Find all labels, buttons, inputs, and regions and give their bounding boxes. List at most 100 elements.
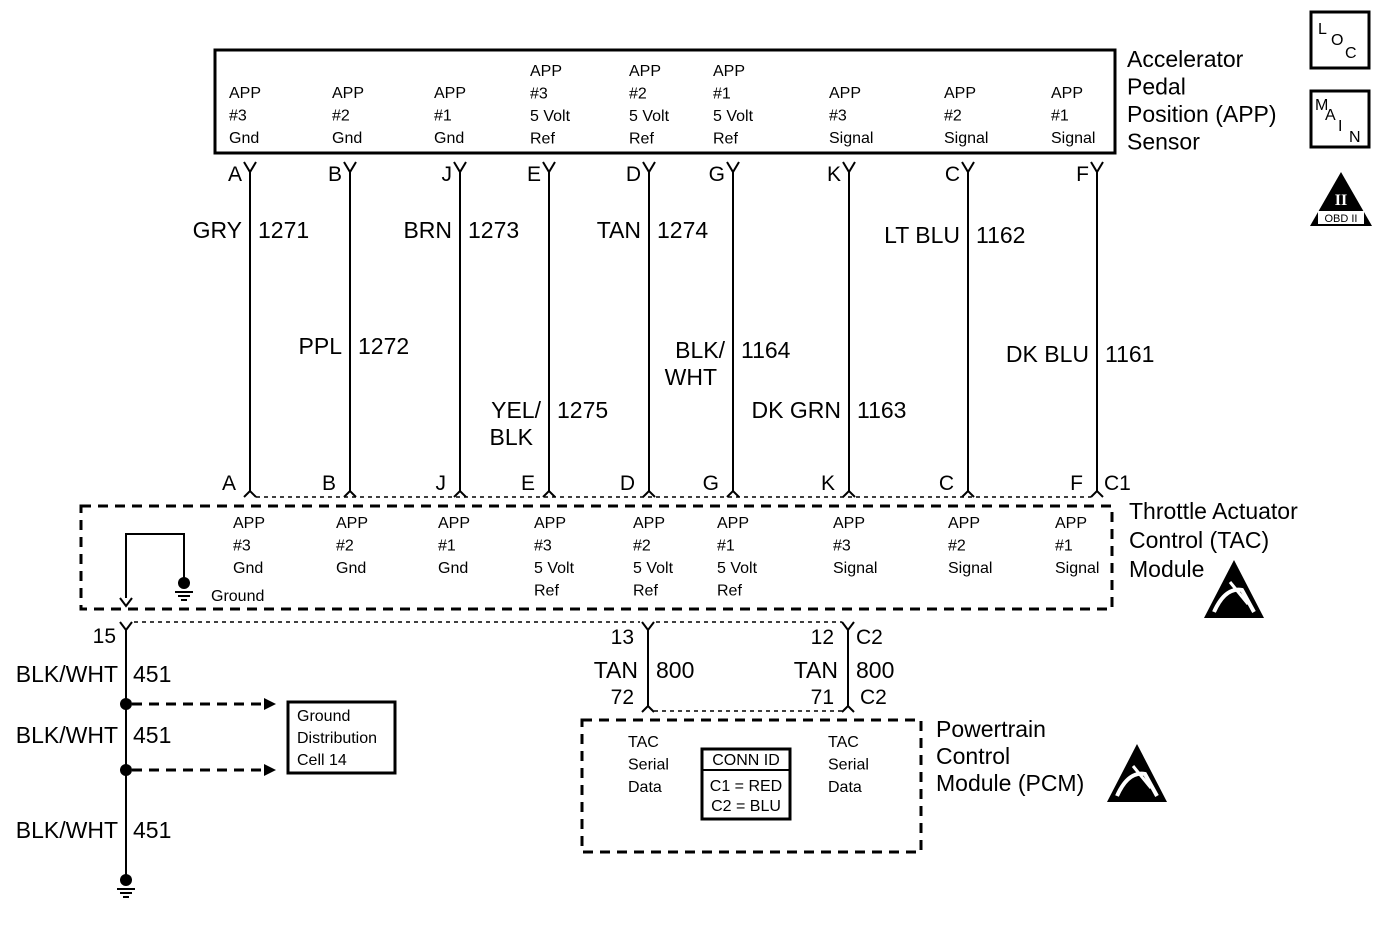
ground-node bbox=[120, 874, 132, 886]
app-pin-label: APP bbox=[229, 85, 261, 102]
app-pin-label: APP bbox=[530, 63, 562, 80]
tac-pin-label: APP bbox=[1055, 515, 1087, 532]
app-pin-label: Gnd bbox=[229, 130, 259, 147]
connector-female bbox=[841, 621, 855, 632]
connector-male-bottom bbox=[343, 489, 357, 498]
obd-text: OBD II bbox=[1324, 213, 1357, 225]
app-pin-label: APP bbox=[332, 85, 364, 102]
tac-pin-label: Gnd bbox=[336, 560, 366, 577]
pcm-box bbox=[580, 718, 923, 854]
ground-wire-color: BLK/WHT bbox=[16, 661, 118, 687]
connector-male bbox=[841, 704, 855, 713]
app-sensor-title: Pedal bbox=[1127, 74, 1186, 100]
ground-wire-circuit: 451 bbox=[133, 661, 171, 687]
sensor-pin-letter: F bbox=[1076, 163, 1089, 186]
tac-pin-label: #3 bbox=[534, 538, 552, 555]
ground-wire-color: BLK/WHT bbox=[16, 817, 118, 843]
connector-c1-label: C1 bbox=[1104, 472, 1131, 495]
module-pin-letter: F bbox=[1070, 472, 1083, 495]
loc-box bbox=[1309, 10, 1371, 70]
ground-wire-circuit: 451 bbox=[133, 817, 171, 843]
app-sensor-title: Position (APP) bbox=[1127, 101, 1277, 127]
tac-internal-ground bbox=[119, 533, 193, 608]
app-pin-label: 5 Volt bbox=[713, 108, 754, 125]
app-pin-label: APP bbox=[944, 85, 976, 102]
app-pin-label: #1 bbox=[1051, 108, 1069, 125]
pcm-serial-pin: 72 bbox=[611, 686, 634, 709]
wire-circuit: 1275 bbox=[557, 397, 608, 423]
app-pin-label: #2 bbox=[944, 108, 962, 125]
tac-pin-label: #2 bbox=[948, 538, 966, 555]
wire-circuit: 1273 bbox=[468, 217, 519, 243]
connector-c2-label: C2 bbox=[860, 686, 887, 709]
ground-wire-circuit: 451 bbox=[133, 722, 171, 748]
obd-label-bg bbox=[1318, 211, 1364, 224]
tac-pin-label: #3 bbox=[233, 538, 251, 555]
ground-wire-color: BLK/WHT bbox=[16, 722, 118, 748]
app-pin-label: 5 Volt bbox=[530, 108, 571, 125]
wire-1163: K K DK GRN 1163 bbox=[752, 161, 906, 498]
arrow-left-icon bbox=[264, 698, 276, 710]
wire-color: YEL/ bbox=[491, 397, 541, 423]
main-box bbox=[1309, 89, 1371, 149]
esd-hand bbox=[1115, 771, 1159, 797]
wire-color: DK GRN bbox=[752, 397, 841, 423]
tac-pin-label: #2 bbox=[336, 538, 354, 555]
tac-pin-label: APP bbox=[438, 515, 470, 532]
serial-wire-circuit: 800 bbox=[656, 657, 694, 683]
connector-male-bottom bbox=[642, 489, 656, 498]
main-letter: M bbox=[1315, 97, 1328, 114]
app-pin-label: #2 bbox=[332, 108, 350, 125]
connector-male-bottom bbox=[842, 489, 856, 498]
wire-color: GRY bbox=[193, 217, 242, 243]
connector-male-bottom bbox=[726, 489, 740, 498]
wire-color: WHT bbox=[665, 364, 717, 390]
ground-distribution-label: Distribution bbox=[297, 730, 377, 747]
app-pin-label: Signal bbox=[1051, 130, 1095, 147]
wire-circuit: 1274 bbox=[657, 217, 708, 243]
wire-color: BLK bbox=[490, 424, 534, 450]
app-pin-label: #1 bbox=[713, 86, 731, 103]
serial-wire-color: TAN bbox=[594, 657, 638, 683]
wire-color: PPL bbox=[299, 333, 343, 359]
ground-wire bbox=[125, 533, 185, 598]
sensor-pin-letter: K bbox=[827, 163, 841, 186]
connector-male-bottom bbox=[542, 489, 556, 498]
splice-node bbox=[120, 698, 132, 710]
app-pin-label: Gnd bbox=[332, 130, 362, 147]
pcm-pin-label: Serial bbox=[828, 757, 869, 774]
pcm-pin-label: Data bbox=[828, 779, 862, 796]
conn-id-box bbox=[700, 747, 792, 821]
tac-pin-label: 5 Volt bbox=[717, 560, 758, 577]
pcm-pin-label: Serial bbox=[628, 757, 669, 774]
main-letter: I bbox=[1338, 118, 1342, 135]
app-sensor-box bbox=[213, 48, 1117, 155]
tac-pin-label: Signal bbox=[833, 560, 877, 577]
wire-circuit: 1272 bbox=[358, 333, 409, 359]
app-pin-label: Ref bbox=[530, 131, 555, 148]
connector-male bbox=[641, 704, 655, 713]
wire-color: TAN bbox=[597, 217, 641, 243]
tac-module-title: Module bbox=[1129, 556, 1204, 582]
app-pin-label: Signal bbox=[829, 130, 873, 147]
tac-serial-pin: 12 bbox=[811, 626, 834, 649]
pcm-title: Powertrain bbox=[936, 716, 1046, 742]
app-pin-label: APP bbox=[434, 85, 466, 102]
tac-pin-label: #1 bbox=[438, 538, 456, 555]
serial-wire-color: TAN bbox=[794, 657, 838, 683]
module-pin-letter: K bbox=[821, 472, 835, 495]
ground-distribution-box bbox=[286, 700, 397, 775]
tac-pin-label: Ref bbox=[534, 583, 559, 600]
pcm-serial-pin: 71 bbox=[811, 686, 834, 709]
sensor-pin-letter: G bbox=[709, 163, 725, 186]
wire-circuit: 1163 bbox=[857, 397, 906, 423]
tac-pin-label: 5 Volt bbox=[633, 560, 674, 577]
